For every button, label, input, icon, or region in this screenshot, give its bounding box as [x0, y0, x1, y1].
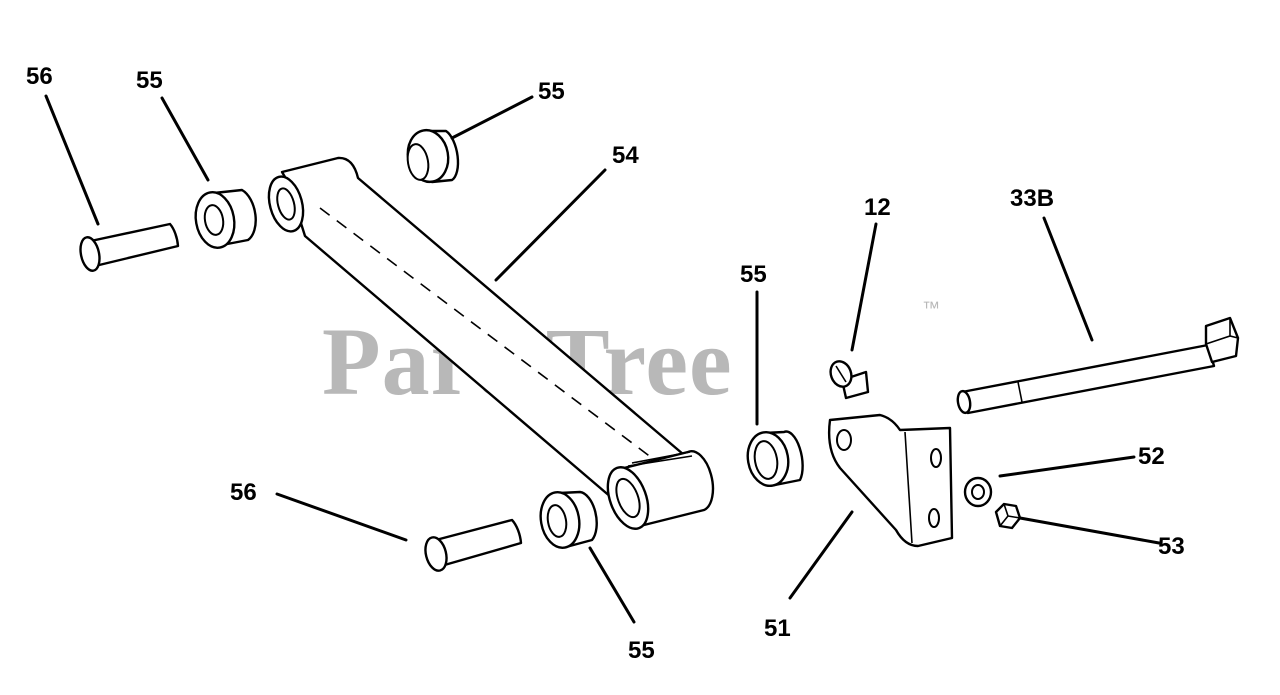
part-55-top-left-bushing [194, 188, 257, 249]
callout-55-top-left: 55 [136, 67, 163, 94]
part-55-top-right-bushing [406, 128, 460, 184]
callout-55-bottom: 55 [628, 637, 655, 664]
part-54-arm [267, 156, 715, 530]
part-51-bracket [827, 413, 954, 548]
part-12-bolt [829, 360, 870, 400]
watermark-trademark: ™ [922, 298, 940, 318]
callout-56-top: 56 [26, 63, 53, 90]
part-52-washer [963, 476, 993, 508]
callout-52: 52 [1138, 443, 1165, 470]
part-55-middle-bushing [746, 430, 804, 488]
part-55-bottom-bushing [539, 490, 598, 549]
part-33b-long-bolt [956, 316, 1240, 415]
callout-12: 12 [864, 194, 891, 221]
callout-56-bottom: 56 [230, 479, 257, 506]
callout-33b: 33B [1010, 185, 1054, 212]
part-53-nut [994, 502, 1022, 530]
part-56-bottom-pin [424, 518, 523, 572]
callout-53: 53 [1158, 533, 1185, 560]
callout-54: 54 [612, 142, 639, 169]
leader-lines [44, 94, 1161, 624]
callout-55-middle: 55 [740, 261, 767, 288]
part-56-top-pin [79, 222, 180, 272]
callout-51: 51 [764, 615, 791, 642]
callout-55-top-right: 55 [538, 78, 565, 105]
callout-labels: 56 55 55 54 12 33B 55 52 56 53 51 55 [26, 63, 1185, 664]
